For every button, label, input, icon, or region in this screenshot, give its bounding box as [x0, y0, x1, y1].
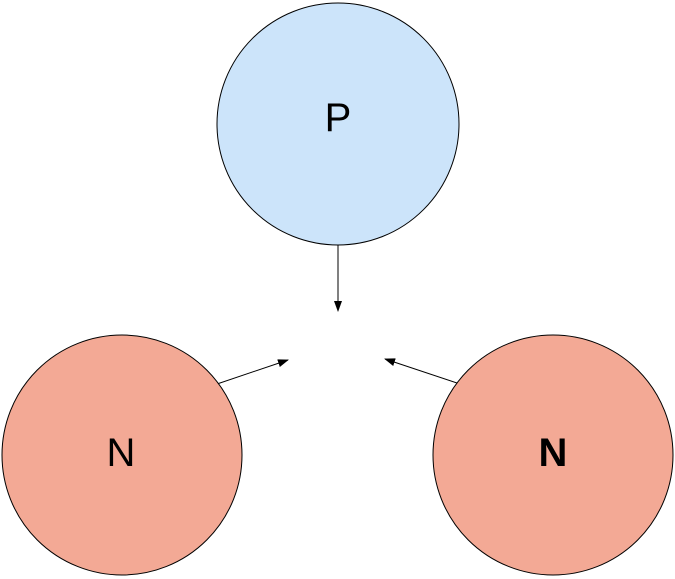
n-node-right: N	[432, 334, 674, 576]
p-node: P	[216, 2, 460, 246]
n-node-left-label: N	[107, 431, 136, 475]
n-node-left: N	[1, 334, 243, 576]
n-node-right-label: N	[539, 431, 568, 475]
p-node-circle	[216, 2, 460, 246]
p-node-label: P	[325, 96, 352, 140]
n-node-right-circle	[432, 334, 674, 576]
n-node-left-circle	[1, 334, 243, 576]
arrow-n-right-to-center	[384, 358, 458, 384]
arrow-n-left-to-center	[216, 359, 289, 385]
